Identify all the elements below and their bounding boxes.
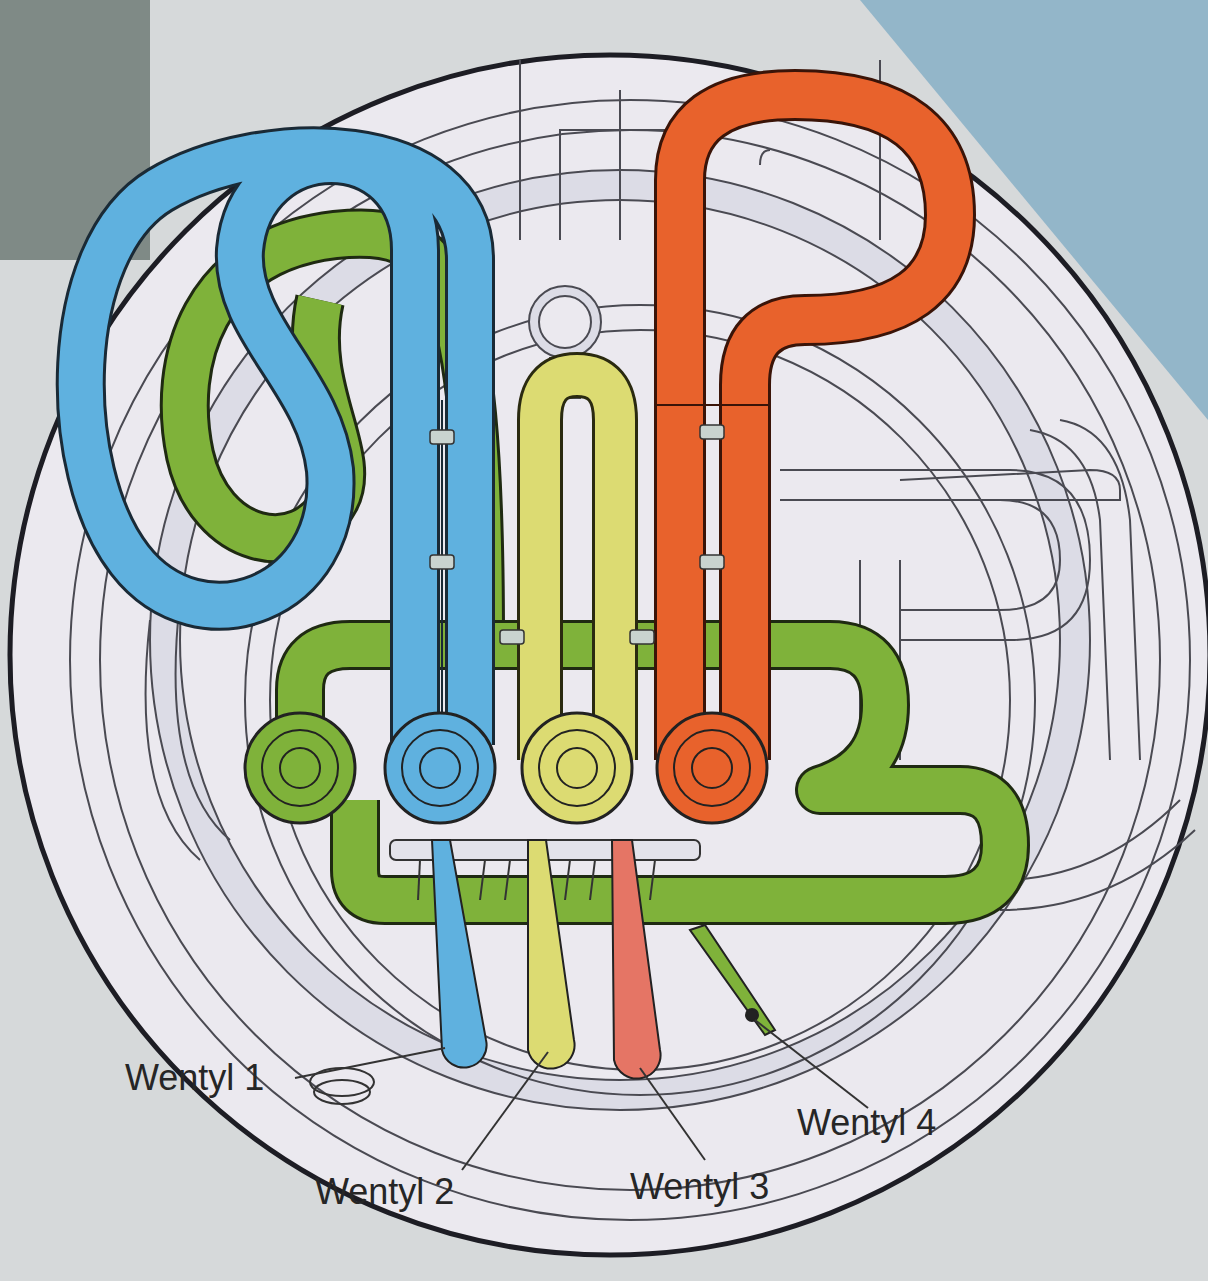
tube-ferrules bbox=[430, 425, 724, 644]
orange-tubing bbox=[655, 95, 950, 760]
part-label: Wentyl 4 bbox=[797, 1103, 936, 1143]
blue-tubing bbox=[81, 151, 470, 745]
background-tubing bbox=[70, 60, 1195, 1220]
yellow-tubing bbox=[540, 375, 615, 760]
part-label: Wentyl 2 bbox=[315, 1172, 454, 1212]
valve-levers bbox=[432, 840, 775, 1079]
leader-lines bbox=[295, 1020, 868, 1170]
frame-circle bbox=[10, 55, 1208, 1255]
part-label: Wentyl 1 bbox=[125, 1058, 264, 1098]
rotary-valves bbox=[245, 713, 767, 823]
part-label: Wentyl 3 bbox=[630, 1167, 769, 1207]
